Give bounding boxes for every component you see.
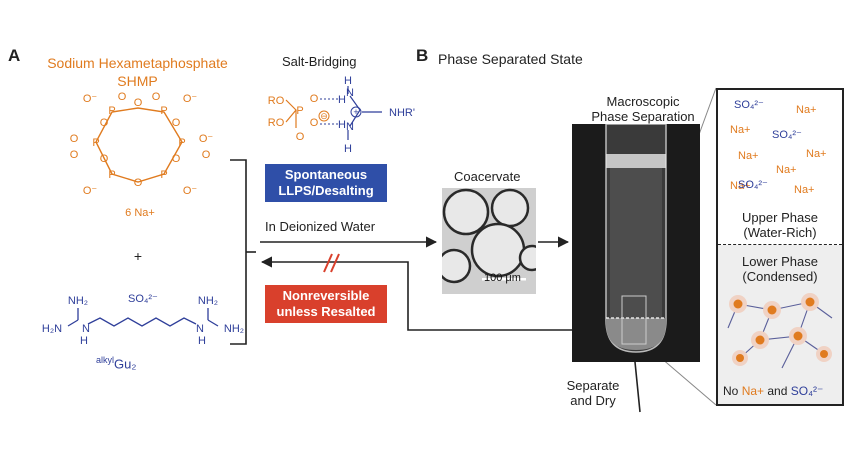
svg-text:P: P [108, 105, 115, 117]
no-ions-label: No Na+ and SO₄²⁻ [723, 384, 824, 398]
bridge-ro-bottom: RO [268, 117, 285, 129]
svg-text:O: O [118, 91, 127, 103]
svg-text:NH₂: NH₂ [198, 295, 218, 307]
ion-na-2: Na+ [730, 124, 751, 136]
ion-na-5: Na+ [776, 164, 797, 176]
blocked-mark-1 [323, 253, 333, 273]
svg-text:H: H [338, 94, 346, 106]
lower-phase-label: Lower Phase (Condensed) [742, 254, 818, 284]
ion-na-3: Na+ [738, 150, 759, 162]
scale-bar-label: 100 μm [484, 272, 521, 284]
svg-text:O⁻: O⁻ [83, 93, 98, 105]
spontaneous-banner: Spontaneous LLPS/Desalting [265, 164, 387, 202]
svg-text:O⁻: O⁻ [183, 185, 198, 197]
test-tube-photo [572, 124, 700, 362]
alkyl-gu2-structure: NH₂ NH₂ H₂N NH₂ N N H H [42, 295, 244, 347]
svg-text:O: O [70, 133, 79, 145]
svg-text:P: P [92, 137, 99, 149]
svg-text:O: O [202, 149, 211, 161]
reactant-bracket [230, 159, 256, 345]
svg-text:O⁻: O⁻ [199, 133, 214, 145]
svg-text:+: + [353, 107, 358, 117]
lower-phase-bg [718, 245, 842, 404]
sulfate-label: SO₄²⁻ [128, 293, 158, 305]
coacervate-label: Coacervate [454, 169, 521, 184]
svg-text:H: H [80, 335, 88, 347]
salt-bridging-title: Salt-Bridging [282, 54, 357, 69]
svg-text:H₂N: H₂N [42, 323, 62, 335]
plus-sign: + [133, 248, 143, 264]
svg-text:P: P [108, 169, 115, 181]
svg-text:N: N [82, 323, 90, 335]
svg-text:H: H [338, 119, 346, 131]
svg-text:O: O [70, 149, 79, 161]
svg-text:P: P [160, 105, 167, 117]
coacervate-micrograph [442, 188, 536, 294]
deionized-label: In Deionized Water [265, 219, 376, 234]
svg-text:P: P [296, 105, 303, 117]
condensed-network [727, 293, 833, 369]
panel-a-letter: A [8, 46, 21, 65]
ion-so4-3: SO₄²⁻ [738, 179, 768, 191]
panel-b-title: Phase Separated State [438, 51, 583, 67]
separate-dry-label: Separate and Dry [566, 378, 620, 408]
svg-text:O: O [172, 153, 181, 165]
upper-phase-label: Upper Phase (Water-Rich) [742, 210, 818, 240]
svg-text:H: H [344, 75, 352, 87]
ion-so4-1: SO₄²⁻ [734, 99, 764, 111]
svg-text:P: P [160, 169, 167, 181]
svg-text:N: N [196, 323, 204, 335]
svg-text:⊖: ⊖ [320, 111, 328, 121]
ion-na-4: Na+ [806, 148, 827, 160]
svg-text:H: H [344, 143, 352, 155]
svg-text:O: O [310, 117, 319, 129]
svg-text:N: N [346, 87, 354, 99]
bridge-ro-top: RO [268, 95, 285, 107]
ion-na-7: Na+ [794, 184, 815, 196]
svg-text:O⁻: O⁻ [83, 185, 98, 197]
ion-so4-2: SO₄²⁻ [772, 129, 802, 141]
phase-divider [718, 244, 842, 245]
svg-text:O: O [100, 153, 109, 165]
svg-text:N: N [346, 121, 354, 133]
svg-text:O: O [152, 91, 161, 103]
ion-na-1: Na+ [796, 104, 817, 116]
svg-text:O: O [310, 93, 319, 105]
svg-text:NH₂: NH₂ [224, 323, 244, 335]
nonreversible-banner: Nonreversible unless Resalted [265, 285, 387, 323]
sodium-count: 6 Na+ [125, 207, 155, 219]
bridge-nhr: NHR' [389, 107, 415, 119]
macroscopic-label: Macroscopic Phase Separation [591, 94, 695, 124]
panel-b-letter: B [416, 46, 429, 65]
svg-text:O: O [296, 131, 305, 143]
svg-text:O⁻: O⁻ [183, 93, 198, 105]
svg-text:NH₂: NH₂ [68, 295, 88, 307]
shmp-name: Sodium Hexametaphosphate SHMP [47, 55, 228, 89]
svg-text:O: O [134, 97, 143, 109]
svg-text:H: H [198, 335, 206, 347]
svg-text:O: O [172, 117, 181, 129]
blocked-mark-2 [330, 253, 340, 273]
svg-text:O: O [100, 117, 109, 129]
ion-na-6: Na+ [730, 180, 751, 192]
svg-text:P: P [178, 137, 185, 149]
svg-text:O: O [134, 177, 143, 189]
gu-label: alkylGu₂ [96, 355, 137, 372]
